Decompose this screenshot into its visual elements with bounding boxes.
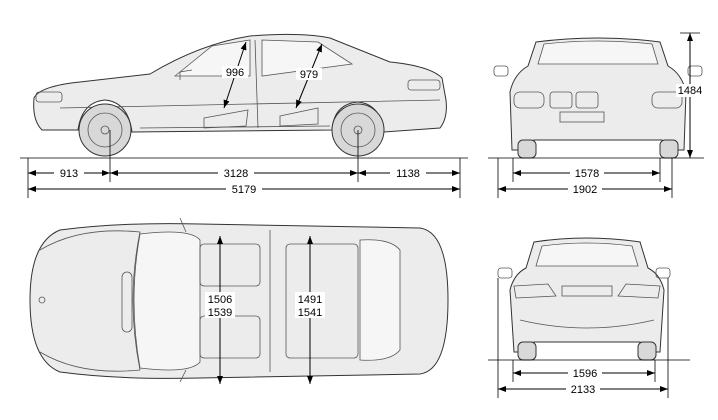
front-view: 1484 1578 1902 (488, 32, 704, 198)
rear-view: 1596 2133 (488, 237, 690, 398)
dimension-front-overhang: 913 (28, 166, 110, 180)
dimension-width-mirrors: 2133 (498, 382, 668, 396)
rear-shoulder-width-label: 1491 (298, 294, 322, 306)
headroom-front-label: 996 (226, 67, 244, 79)
top-view: 1506 1539 1491 1541 (29, 217, 449, 384)
rear-track-label: 1596 (573, 368, 597, 380)
front-track-label: 1578 (575, 168, 599, 180)
front-elbow-width-label: 1539 (208, 307, 232, 319)
wheelbase-label: 3128 (224, 168, 248, 180)
front-overhang-label: 913 (60, 168, 78, 180)
front-shoulder-width-label: 1506 (208, 294, 232, 306)
rear-overhang-label: 1138 (396, 168, 420, 180)
width-label: 1902 (573, 184, 597, 196)
dimension-front-track: 1578 (513, 166, 660, 180)
dimension-rear-track: 1596 (513, 366, 655, 380)
overall-length-label: 5179 (232, 184, 256, 196)
dimension-rear-overhang: 1138 (358, 166, 460, 180)
height-label: 1484 (678, 85, 702, 97)
rear-elbow-width-label: 1541 (298, 307, 322, 319)
width-with-mirrors-label: 2133 (571, 384, 595, 396)
dimension-width: 1902 (498, 182, 672, 196)
dimension-wheelbase: 3128 (110, 166, 358, 180)
side-view: 996 979 913 3128 1138 5179 (20, 33, 468, 198)
top-rear-window (359, 239, 401, 361)
dimension-overall-length: 5179 (28, 182, 460, 196)
rear-window (535, 242, 639, 267)
headroom-rear-label: 979 (300, 69, 318, 81)
top-windshield (133, 231, 201, 371)
top-body (29, 223, 449, 379)
rear-body (509, 237, 665, 353)
front-windshield (537, 40, 659, 65)
front-wheel (78, 103, 132, 157)
dimension-height: 1484 (676, 33, 704, 158)
